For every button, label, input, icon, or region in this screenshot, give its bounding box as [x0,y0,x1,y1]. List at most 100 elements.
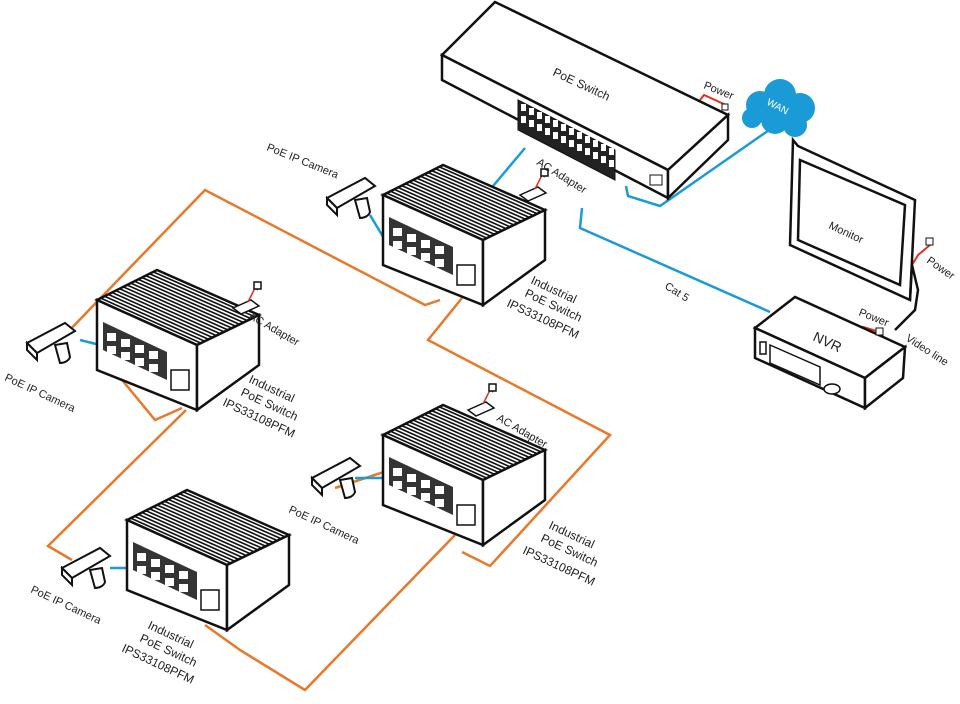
poe-switch-port [521,104,526,111]
camera-mount [53,341,72,365]
wan-cable [624,126,773,208]
heat-fin [119,288,221,335]
ethernet-port [151,559,160,567]
ethernet-port [149,364,158,372]
ethernet-port [393,241,402,249]
industrial-switch-3 [380,403,548,548]
nvr-side [863,344,907,411]
poe-switch-port [561,124,566,131]
heat-fin [175,494,278,542]
port-panel [517,99,616,181]
heat-fin [435,408,538,455]
ethernet-port [107,346,116,354]
adapter-power-cable [482,388,494,405]
poe-switch-power-label: Power [702,80,736,103]
uplink-cable [487,147,526,193]
heat-fin [390,430,492,477]
heat-fin [401,184,503,232]
heat-fin [122,286,225,333]
camera-lens [26,340,38,363]
heat-fin [145,509,247,557]
heat-fin [390,190,492,237]
heat-fin [412,419,515,466]
ethernet-port [121,339,130,347]
poe-switch-port [561,136,566,143]
ip-camera-icon [325,176,377,220]
cable-ring-3 [117,374,183,422]
ethernet-port [121,352,130,360]
heat-fin [427,171,530,219]
camera-label-3: PoE IP Camera [287,504,362,547]
ip-camera-icon [310,456,362,500]
switch-side [481,448,547,548]
cable-ring-2 [426,297,613,568]
ethernet-port [179,571,188,579]
heat-fin [141,511,243,559]
heat-fin [167,498,270,546]
poe-switch [439,0,731,201]
poe-switch-port [521,116,526,123]
poe-switch-side [666,112,730,201]
cable-ring-1 [61,188,441,339]
switch-side [481,208,547,308]
ethernet-port [393,468,402,476]
monitor-power-label: Power [924,255,957,283]
heat-fin [431,169,534,217]
poe-switch-port [569,128,574,135]
monitor-screen [796,158,907,287]
heat-fin [435,168,538,215]
ac-adapter-icon [231,281,262,315]
heat-fin [412,179,515,226]
heat-fin [438,166,542,213]
poe-switch-port [545,116,550,123]
heat-fin [405,423,507,470]
adapter-power-cable [534,173,546,190]
ethernet-port [421,253,430,261]
ethernet-port [165,578,174,586]
heat-fin [164,500,267,547]
poe-switch-ports [517,99,616,181]
cat5-cable [578,207,771,314]
ethernet-port [149,351,158,359]
heat-fin [179,493,282,540]
heat-fin [145,274,248,322]
heat-fin [137,278,240,326]
nvr-drive-bay [769,343,821,387]
heat-fin [416,417,519,464]
sfp-port [456,504,476,526]
switch-side [225,533,291,633]
camera-lens [326,195,338,218]
wan-cloud-icon [742,79,815,137]
heat-fin [420,415,523,462]
poe-switch-port [585,136,590,143]
camera-label-1: PoE IP Camera [265,142,341,182]
poe-switch-port [553,132,558,139]
heat-fin [405,183,507,230]
monitor-power-cable [911,244,931,266]
poe-switch-port [545,128,550,135]
industrial-switch-2 [94,268,262,413]
ethernet-port [407,234,416,242]
ethernet-port [137,566,146,574]
industrial-switch-1 [380,163,548,308]
heat-fin [420,175,523,222]
heat-fin [408,421,511,468]
poe-switch-port [537,124,542,131]
ethernet-port [135,345,144,353]
power-outlet-icon [540,168,549,177]
poe-switch-port [577,132,582,139]
switch-side [195,313,261,413]
heat-fin [134,280,237,327]
ethernet-port [165,565,174,573]
nvr-control-knob [823,383,841,395]
camera-mount [338,476,357,500]
heat-fin [156,504,259,551]
heat-fin [438,406,542,453]
ac-adapter-icon [518,168,549,202]
heat-fin [137,513,239,561]
heat-fin [115,289,217,337]
poe-switch-port [529,108,534,115]
ethernet-port [435,486,444,494]
